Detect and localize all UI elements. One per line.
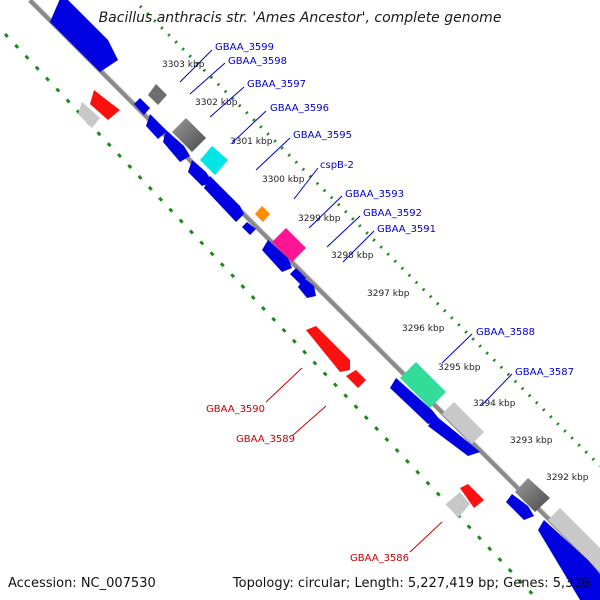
feature-gray-3586	[515, 478, 550, 512]
kbp-label: 3295 kbp	[438, 363, 481, 373]
kbp-label: 3300 kbp	[262, 175, 305, 185]
feature-lightgray-3586	[446, 492, 470, 518]
kbp-label: 3296 kbp	[402, 324, 445, 334]
gene-label: GBAA_3589	[236, 434, 295, 445]
feature-lightgray-3584	[548, 508, 600, 572]
kbp-label: 3298 kbp	[331, 251, 374, 261]
feature-gene-3585	[506, 494, 534, 520]
gene-label: GBAA_3591	[377, 224, 436, 235]
feature-gene-3598-blue	[134, 98, 150, 115]
feature-green-3588	[400, 362, 446, 408]
kbp-label: 3303 kbp	[162, 60, 205, 70]
gene-label: GBAA_3598	[228, 56, 287, 67]
gene-label: GBAA_3592	[363, 208, 422, 219]
feature-lightgray-3587	[442, 402, 484, 444]
topology-text: Topology: circular; Length: 5,227,419 bp…	[232, 576, 590, 591]
feature-gene-3584	[538, 520, 600, 600]
feature-gray-3598	[148, 84, 167, 105]
kbp-label: 3293 kbp	[510, 436, 553, 446]
feature-gene-3592	[290, 268, 306, 284]
gene-label: GBAA_3593	[345, 189, 404, 200]
feature-lightgray-top	[78, 102, 100, 128]
feature-gene-3594	[242, 222, 256, 235]
kbp-label: 3302 kbp	[195, 98, 238, 108]
gene-label: cspB-2	[320, 160, 354, 171]
feature-gene-cluster	[204, 176, 244, 222]
inner-strand-features	[78, 90, 484, 518]
feature-gene-3593	[262, 240, 292, 272]
gene-label: GBAA_3595	[293, 130, 352, 141]
feature-gene-3595	[188, 160, 212, 186]
feature-cyan-3595	[200, 146, 228, 175]
feature-gene-3587	[428, 416, 480, 456]
gene-label: GBAA_3587	[515, 367, 574, 378]
feature-red-3589	[346, 370, 366, 388]
bottom-label-leaders	[265, 367, 443, 553]
kbp-label: 3292 kbp	[546, 473, 589, 483]
feature-gene-3591	[298, 278, 316, 298]
map-title: Bacillus anthracis str. 'Ames Ancestor',…	[99, 10, 502, 26]
outer-strand-features	[50, 0, 600, 600]
feature-gene-3599	[50, 0, 118, 72]
feature-orange-cspB	[255, 206, 270, 222]
gene-label: GBAA_3586	[350, 553, 409, 564]
top-gene-labels: GBAA_3599 GBAA_3598 GBAA_3597 GBAA_3596 …	[215, 42, 574, 378]
accession-text: Accession: NC_007530	[8, 576, 156, 591]
top-label-leaders	[179, 49, 513, 406]
kbp-label: 3299 kbp	[298, 214, 341, 224]
gene-label: GBAA_3596	[270, 103, 329, 114]
feature-red-3590	[306, 326, 350, 372]
position-labels: 3303 kbp 3302 kbp 3301 kbp 3300 kbp 3299…	[162, 60, 589, 483]
feature-gene-3588	[390, 378, 440, 424]
feature-gene-3597	[146, 114, 167, 139]
feature-gray-3597	[172, 118, 206, 152]
feature-red-3586	[460, 484, 484, 508]
gene-label: GBAA_3597	[247, 79, 306, 90]
kbp-label: 3297 kbp	[367, 289, 410, 299]
gene-label: GBAA_3588	[476, 327, 535, 338]
bottom-gene-labels: GBAA_3590 GBAA_3589 GBAA_3586	[206, 404, 409, 564]
outer-tick-track	[138, 4, 600, 468]
kbp-label: 3301 kbp	[230, 137, 273, 147]
feature-gene-3596	[163, 130, 190, 162]
gene-label: GBAA_3590	[206, 404, 265, 415]
feature-magenta-3593	[272, 228, 306, 262]
feature-red-top	[90, 90, 120, 120]
gene-label: GBAA_3599	[215, 42, 274, 53]
kbp-label: 3294 kbp	[473, 399, 516, 409]
